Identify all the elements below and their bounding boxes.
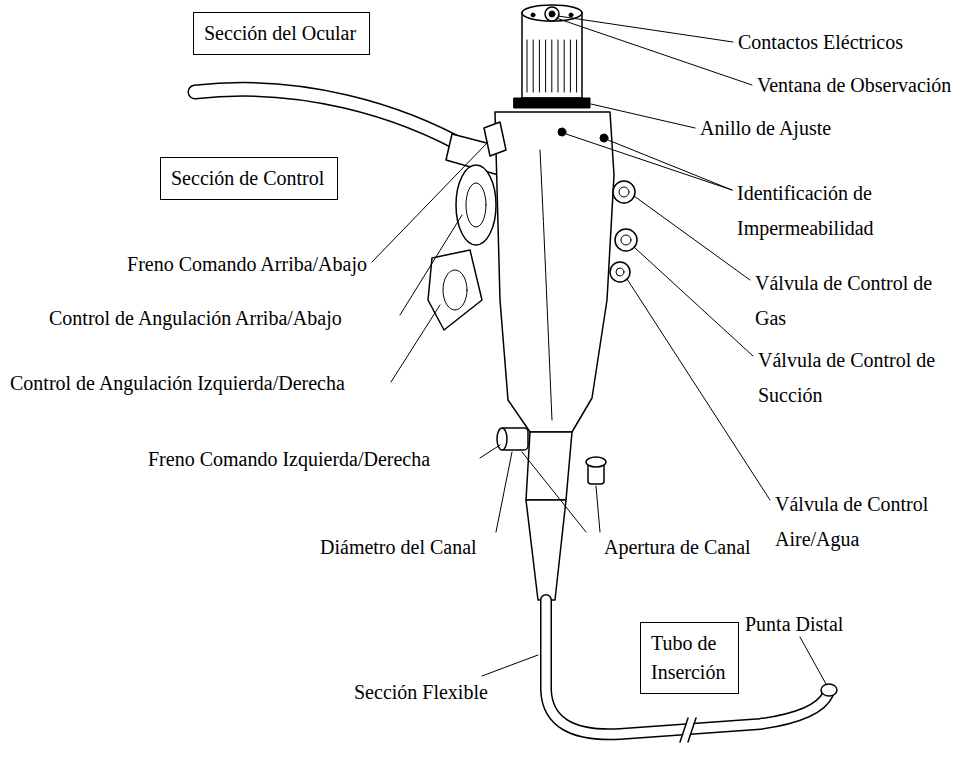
part-label: Freno Comando Izquierda/Derecha bbox=[148, 447, 430, 471]
leftright-wheel bbox=[428, 250, 482, 330]
part-label: Control de Angulación Arriba/Abajo bbox=[49, 306, 342, 330]
eyepiece-knurling bbox=[527, 40, 577, 92]
boot bbox=[526, 500, 566, 600]
part-label: Freno Comando Arriba/Abajo bbox=[127, 252, 367, 276]
break-gap bbox=[684, 718, 692, 742]
break-mark bbox=[688, 718, 696, 742]
part-label: Ventana de Observación bbox=[757, 73, 951, 97]
leader-line bbox=[564, 40, 565, 92]
channel-port-end bbox=[497, 428, 507, 450]
leftright-wheel-hub bbox=[443, 270, 467, 310]
leader-line bbox=[556, 18, 752, 85]
leader-line bbox=[545, 40, 546, 92]
leader-line bbox=[591, 104, 695, 128]
universal-cord-fill bbox=[195, 89, 470, 150]
electrical-contact bbox=[531, 13, 535, 17]
leader-line bbox=[482, 655, 538, 676]
leader-line bbox=[558, 16, 733, 42]
section-box: Tubo de Inserción bbox=[640, 622, 739, 694]
leader-line bbox=[496, 452, 512, 532]
leader-line bbox=[551, 40, 552, 92]
leader-line bbox=[527, 40, 528, 92]
window-lens bbox=[549, 11, 555, 17]
updown-wheel bbox=[456, 165, 496, 245]
leader-line bbox=[566, 134, 732, 190]
part-label: Anillo de Ajuste bbox=[700, 116, 831, 140]
universal-cord bbox=[195, 89, 470, 150]
leader-lines bbox=[372, 16, 826, 684]
electrical-contact bbox=[569, 13, 573, 17]
air-water-valve-center bbox=[616, 268, 624, 276]
part-label: Identificación de Impermeabilidad bbox=[737, 176, 917, 246]
part-label: Válvula de Control de Succión bbox=[758, 343, 963, 413]
part-label: Punta Distal bbox=[745, 612, 843, 636]
observation-window bbox=[545, 7, 559, 21]
gas-valve bbox=[613, 181, 635, 203]
leader-line bbox=[558, 40, 559, 92]
section-box: Sección del Ocular bbox=[193, 12, 370, 55]
part-label: Apertura de Canal bbox=[604, 535, 751, 559]
part-label: Contactos Eléctricos bbox=[738, 30, 903, 54]
section-box: Sección de Control bbox=[160, 157, 338, 200]
section-title: Tubo de Inserción bbox=[651, 629, 728, 687]
distal-tip bbox=[821, 684, 837, 696]
leader-line bbox=[480, 445, 500, 458]
control-body bbox=[495, 112, 614, 432]
gas-valve-center bbox=[619, 187, 629, 197]
updown-wheel-hub bbox=[466, 183, 486, 227]
part-label: Sección Flexible bbox=[354, 680, 488, 704]
part-label: Diámetro del Canal bbox=[320, 535, 477, 559]
eyepiece bbox=[522, 12, 582, 98]
part-label: Control de Angulación Izquierda/Derecha bbox=[10, 371, 345, 395]
leader-line bbox=[391, 305, 440, 382]
leader-line bbox=[608, 140, 732, 190]
waterproof-mark bbox=[558, 128, 566, 136]
part-label: Válvula de Control de Gas bbox=[755, 266, 960, 336]
section-title: Sección de Control bbox=[171, 164, 327, 193]
break-mark bbox=[680, 718, 688, 742]
waterproof-mark bbox=[600, 134, 608, 142]
leader-line bbox=[800, 637, 826, 684]
updown-brake bbox=[484, 122, 506, 156]
leader-line bbox=[533, 40, 534, 92]
leader-line bbox=[400, 215, 462, 315]
suction-valve-center bbox=[621, 235, 631, 245]
body-contour bbox=[540, 150, 552, 420]
channel-cap-top bbox=[586, 457, 606, 467]
leader-line bbox=[372, 142, 488, 262]
leader-line bbox=[634, 247, 753, 356]
section-title: Sección del Ocular bbox=[204, 19, 359, 48]
leader-line bbox=[596, 486, 600, 532]
suction-valve bbox=[615, 229, 637, 251]
leader-line bbox=[570, 40, 571, 92]
leader-line bbox=[634, 196, 750, 280]
part-label: Válvula de Control Aire/Agua bbox=[775, 487, 970, 557]
leader-line bbox=[522, 452, 586, 532]
adjust-ring bbox=[514, 98, 590, 108]
leader-line bbox=[576, 40, 577, 92]
leader-line bbox=[627, 279, 770, 500]
leader-line bbox=[539, 40, 540, 92]
